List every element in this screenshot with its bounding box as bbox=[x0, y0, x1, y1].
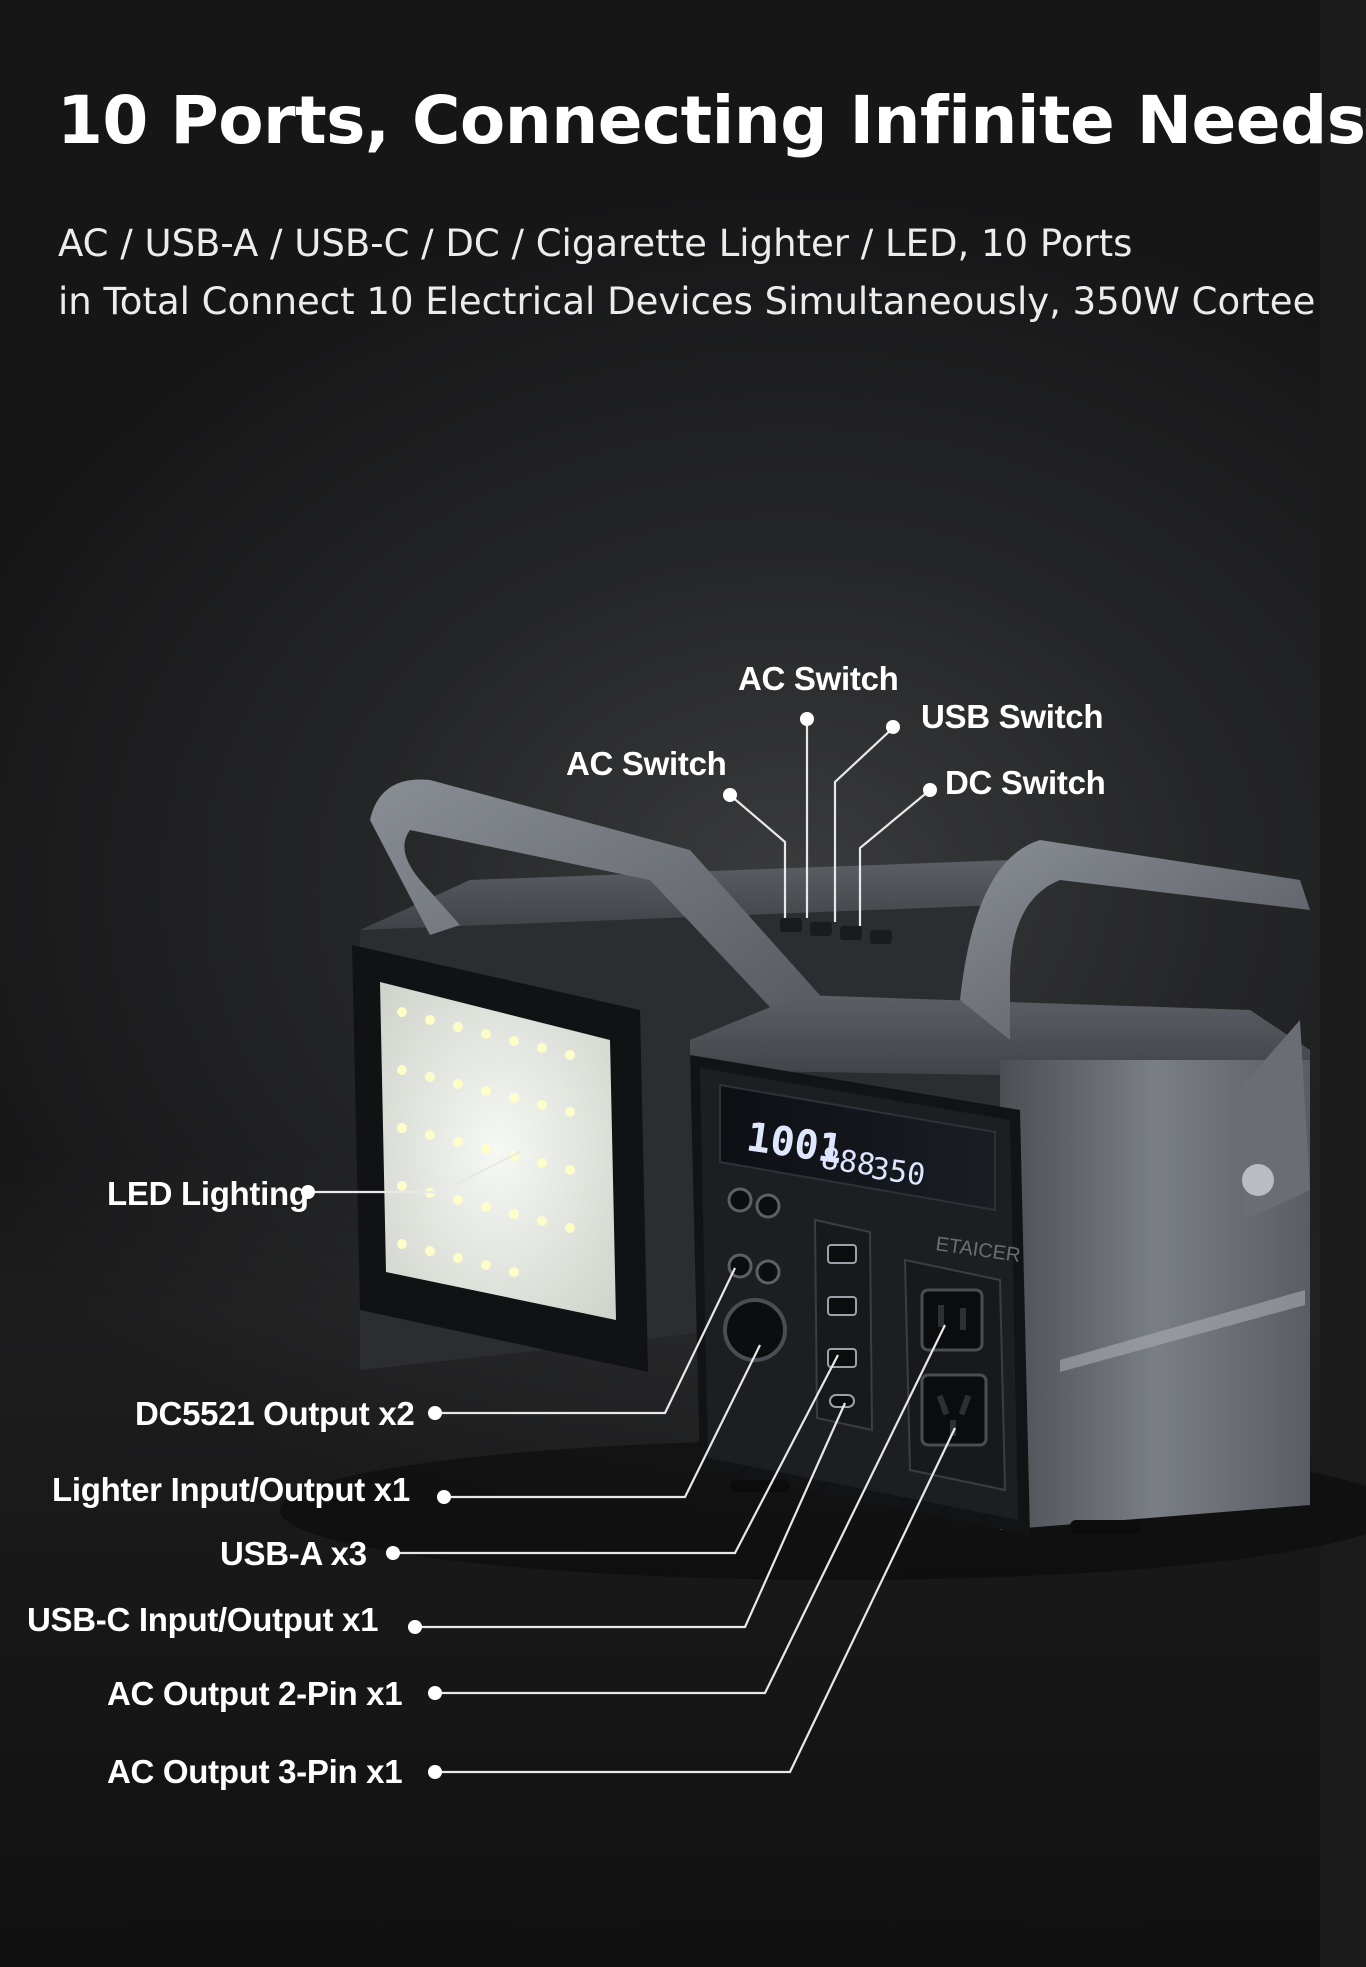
page-title: 10 Ports, Connecting Infinite Needs bbox=[57, 82, 1366, 159]
callout-lighter-io: Lighter Input/Output x1 bbox=[52, 1471, 410, 1508]
callout-dot-usb-switch bbox=[886, 720, 900, 734]
subtitle-line-2: in Total Connect 10 Electrical Devices S… bbox=[58, 280, 1316, 323]
callout-ac-3pin: AC Output 3-Pin x1 bbox=[107, 1753, 403, 1790]
callout-ac-2pin: AC Output 2-Pin x1 bbox=[107, 1675, 403, 1712]
callout-usb-switch: USB Switch bbox=[921, 698, 1104, 735]
callout-dot-usb-a bbox=[386, 1546, 400, 1560]
callout-ac-switch-top: AC Switch bbox=[738, 660, 899, 697]
callout-usb-a: USB-A x3 bbox=[220, 1535, 367, 1572]
callout-ac-switch-left: AC Switch bbox=[566, 745, 727, 782]
callout-led-lighting: LED Lighting bbox=[107, 1175, 309, 1212]
callout-dc-switch: DC Switch bbox=[945, 764, 1106, 801]
callout-dot-led-lighting bbox=[301, 1185, 315, 1199]
callout-usb-c-io: USB-C Input/Output x1 bbox=[27, 1601, 379, 1638]
display-readout-3: 350 bbox=[869, 1151, 928, 1193]
callout-dot-ac-switch-left bbox=[723, 788, 737, 802]
callout-dot-dc-switch bbox=[923, 783, 937, 797]
subtitle-line-1: AC / USB-A / USB-C / DC / Cigarette Ligh… bbox=[58, 222, 1133, 265]
power-station-illustration: 1001 888 350 ETAICER bbox=[360, 779, 1310, 1534]
callout-dot-usb-c-io bbox=[408, 1620, 422, 1634]
callout-dc5521-output: DC5521 Output x2 bbox=[135, 1395, 415, 1432]
callout-dot-lighter-io bbox=[437, 1490, 451, 1504]
callout-dot-dc5521-output bbox=[428, 1406, 442, 1420]
callout-dot-ac-2pin bbox=[428, 1686, 442, 1700]
callout-dot-ac-switch-top bbox=[800, 712, 814, 726]
display-readout-2: 888 bbox=[819, 1141, 878, 1183]
callout-dot-ac-3pin bbox=[428, 1765, 442, 1779]
